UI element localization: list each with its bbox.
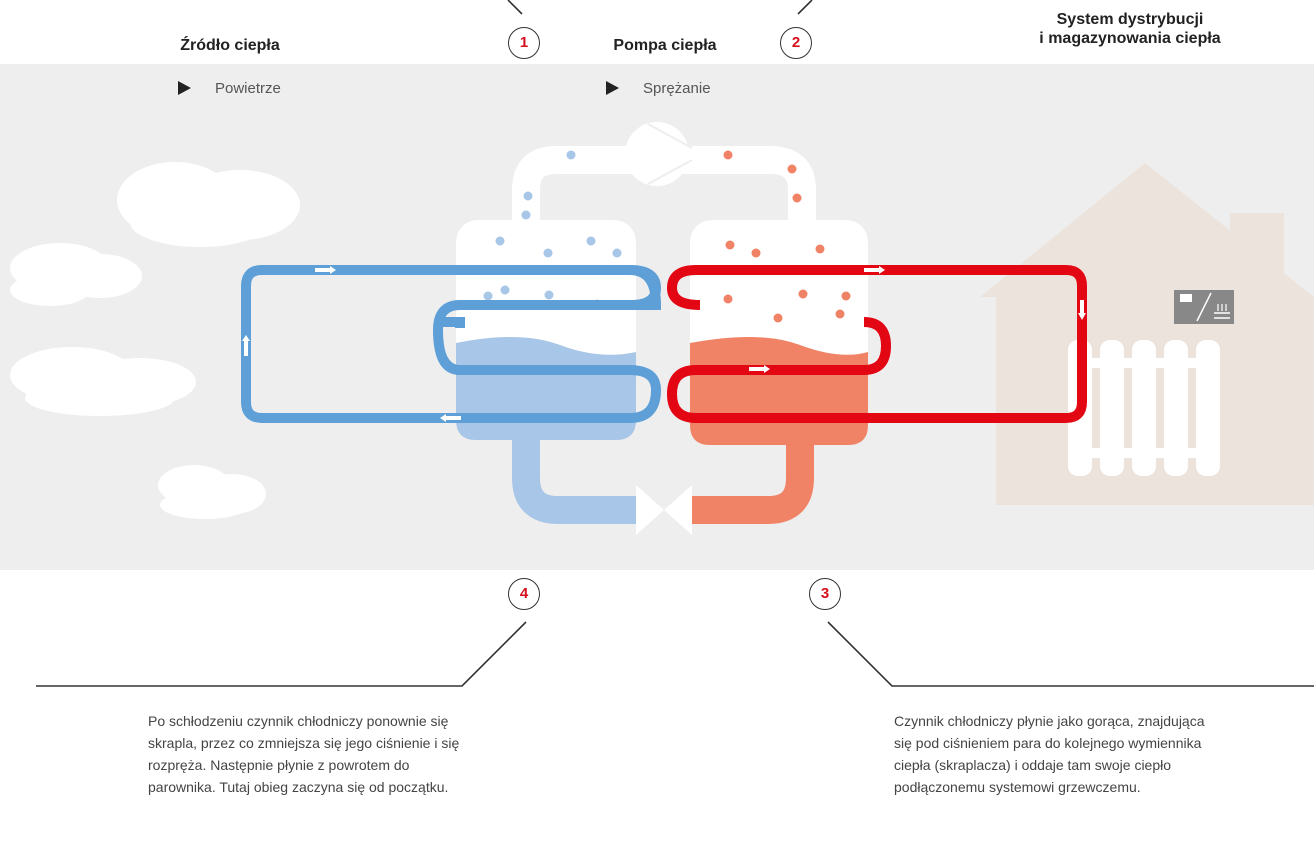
header-heat-pump: Pompa ciepła	[613, 37, 717, 54]
cold-particles	[483, 150, 622, 309]
description-step-4: Po schłodzeniu czynnik chłodniczy ponown…	[148, 713, 460, 795]
cloud-icon	[158, 465, 266, 519]
compressor-pipe	[512, 122, 816, 236]
step-compression-label: Sprężanie	[643, 80, 711, 97]
expansion-valve-icon	[636, 485, 692, 535]
connector-lines	[36, 0, 1314, 687]
description-step-3: Czynnik chłodniczy płynie jako gorąca, z…	[894, 713, 1205, 795]
condenser-tank	[690, 220, 868, 445]
header-distribution: System dystrybucji i magazynowania ciepł…	[990, 10, 1270, 48]
cloud-icon	[117, 162, 300, 247]
badge-step-4[interactable]: 4	[508, 578, 540, 610]
radiator-underfloor-icon	[1174, 290, 1234, 324]
play-triangle-icon	[178, 81, 191, 95]
badge-step-1[interactable]: 1	[508, 27, 540, 59]
badge-step-3[interactable]: 3	[809, 578, 841, 610]
header-distribution-line1: System dystrybucji	[1056, 11, 1204, 28]
step-air-label: Powietrze	[215, 80, 281, 97]
step-compression[interactable]: Sprężanie	[606, 80, 711, 97]
hot-circuit	[666, 265, 1087, 423]
cloud-icon	[10, 243, 142, 306]
hot-particles	[723, 150, 851, 323]
header-heat-source: Źródło ciepła	[180, 37, 280, 54]
badge-step-2[interactable]: 2	[780, 27, 812, 59]
flow-arrows	[242, 266, 1086, 422]
radiator-icon	[1068, 340, 1220, 476]
play-triangle-icon	[606, 81, 619, 95]
compressor-icon	[647, 123, 693, 185]
step-air[interactable]: Powietrze	[178, 80, 281, 97]
header-distribution-line2: i magazynowania ciepła	[1039, 30, 1221, 47]
cloud-icon	[10, 347, 196, 416]
